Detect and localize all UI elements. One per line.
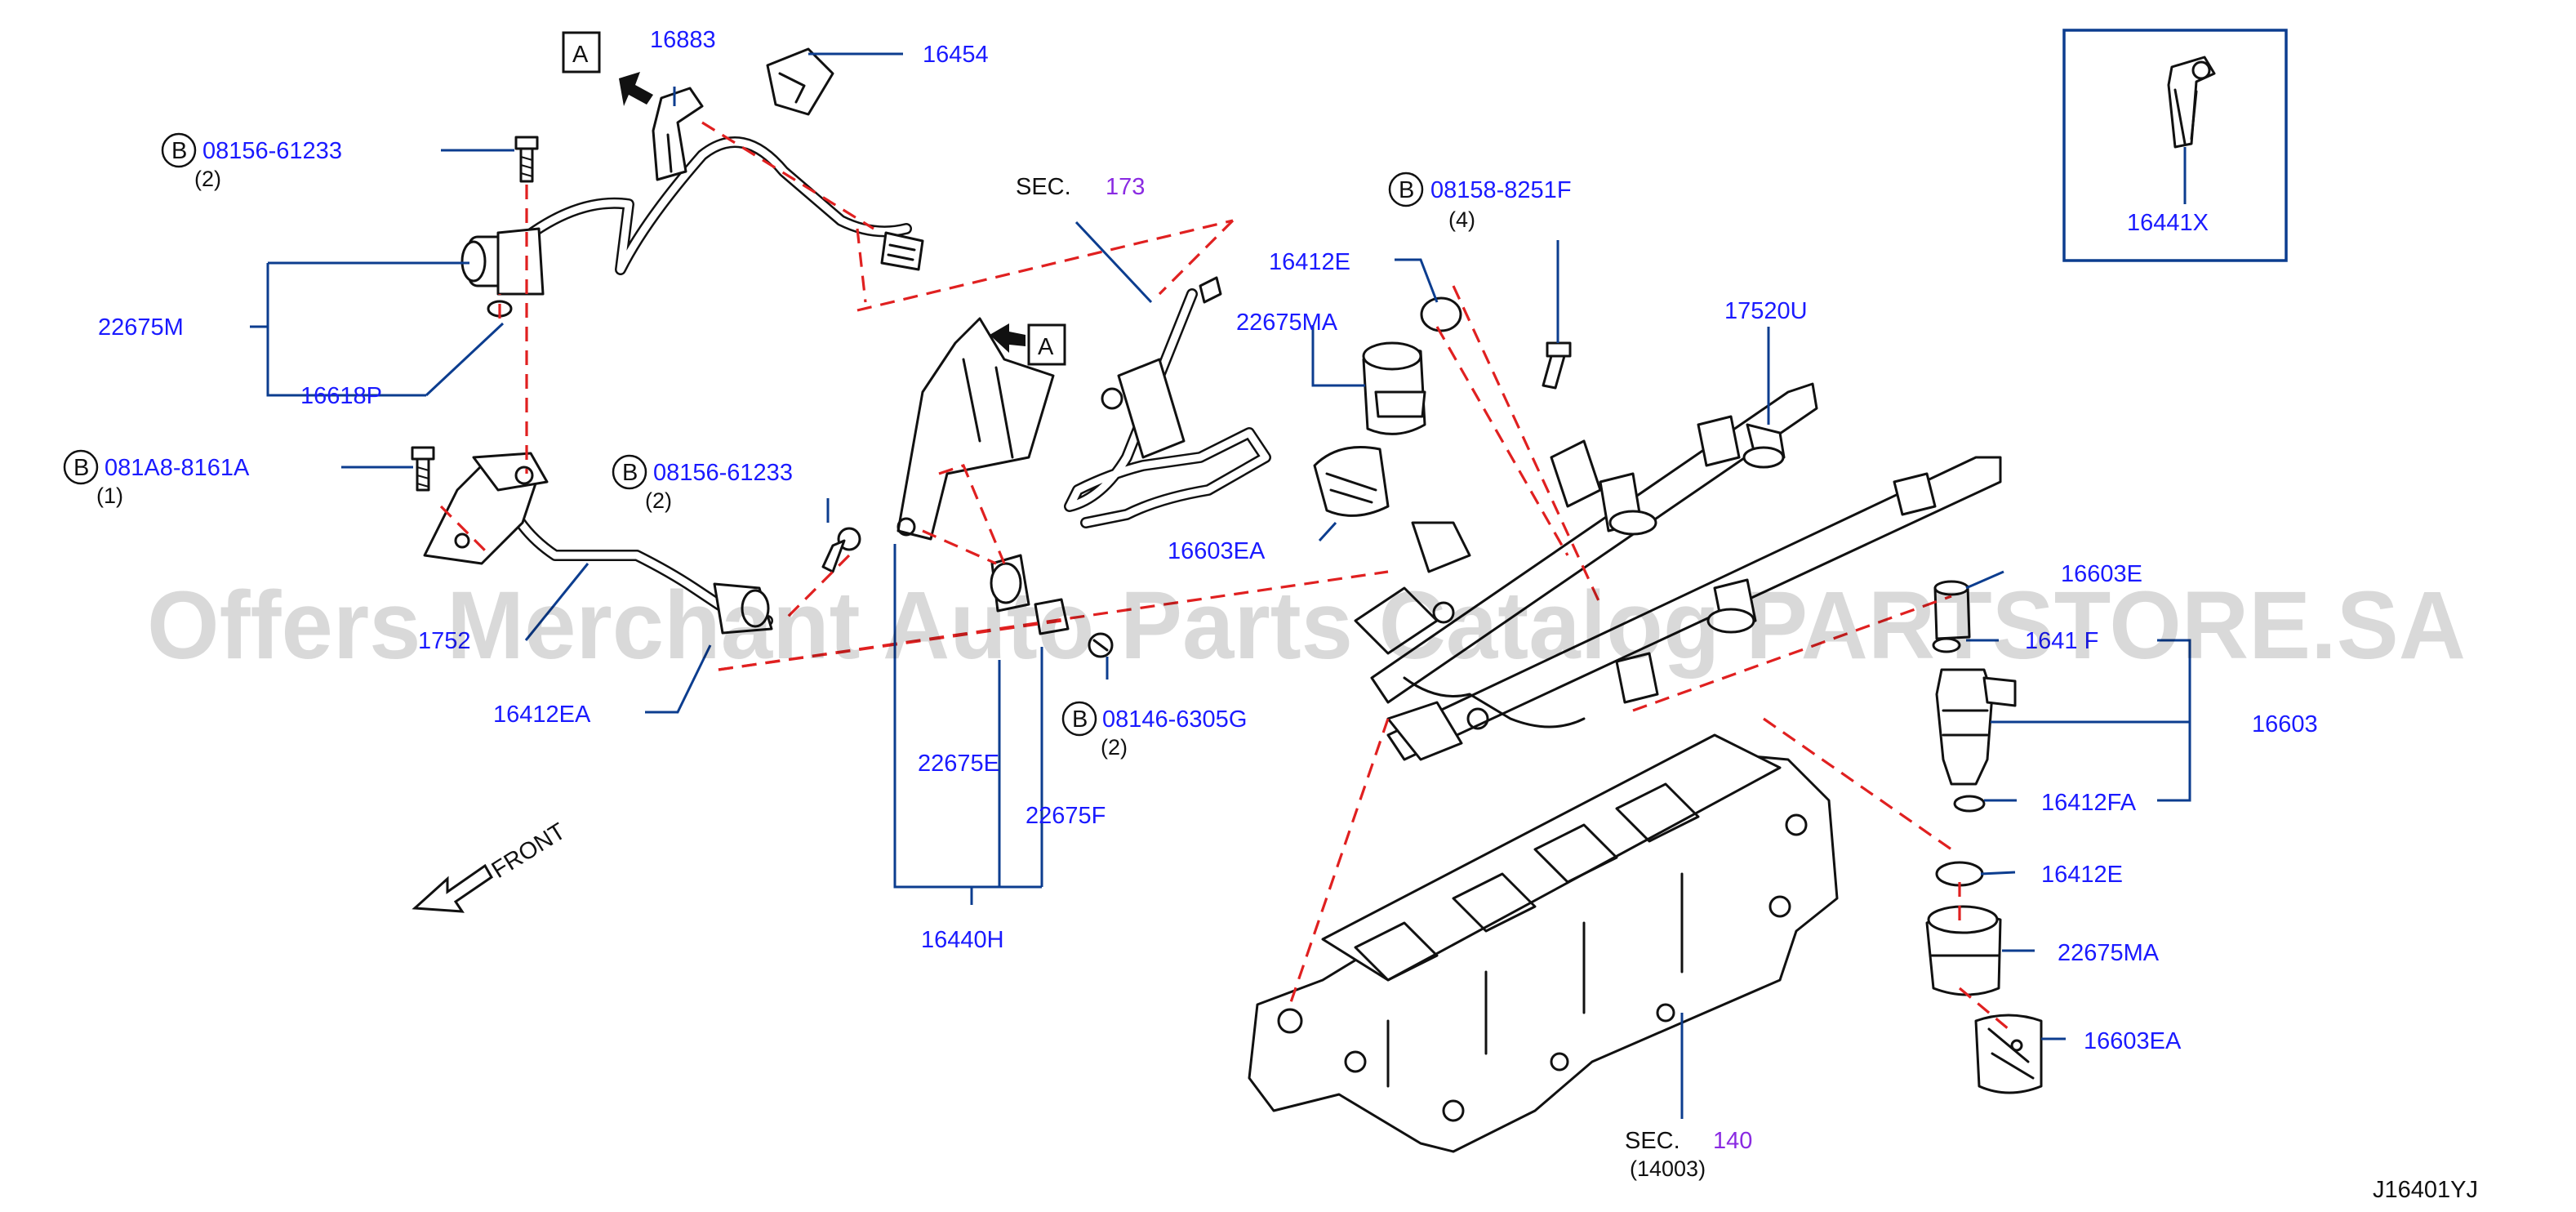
fuel-damper-22675M bbox=[460, 227, 545, 296]
bolt-symbol: B bbox=[1072, 706, 1088, 733]
connector-16454 bbox=[766, 47, 834, 116]
o-ring-1641xF bbox=[1932, 637, 1961, 653]
qty-081A8-8161A: (1) bbox=[96, 483, 123, 508]
label-16603E[interactable]: 16603E bbox=[2061, 561, 2142, 587]
label-16603EA-top[interactable]: 16603EA bbox=[1168, 538, 1266, 564]
label-16883[interactable]: 16883 bbox=[650, 27, 716, 53]
label-16603EA-bottom[interactable]: 16603EA bbox=[2084, 1028, 2182, 1054]
label-16441X[interactable]: 16441X bbox=[2127, 210, 2209, 236]
bolt-081A8-8161A-drawing bbox=[411, 446, 435, 492]
bolt-circle-icon bbox=[161, 132, 197, 168]
label-081A8-8161A[interactable]: 081A8-8161A bbox=[105, 455, 250, 481]
o-ring-16412FA bbox=[1953, 795, 1986, 813]
intake-manifold-sec140 bbox=[1248, 733, 1839, 1153]
qty-08158-8251F: (4) bbox=[1448, 207, 1475, 232]
label-17520U[interactable]: 17520U bbox=[1724, 298, 1808, 324]
bolt-markers: B B B B B bbox=[63, 132, 1424, 737]
view-a-top: A bbox=[562, 31, 653, 106]
clip-16603EA-top bbox=[1313, 446, 1390, 517]
qty-08156-61233-top: (2) bbox=[194, 167, 221, 191]
clip-16441X-drawing bbox=[2167, 56, 2216, 149]
bolt-circle-icon bbox=[612, 454, 647, 490]
clip-16603EA-bottom bbox=[1974, 1014, 2043, 1094]
label-16440H[interactable]: 16440H bbox=[921, 927, 1004, 953]
section-number-173[interactable]: 173 bbox=[1106, 174, 1145, 200]
arrow-up-left-icon bbox=[619, 72, 653, 106]
leader-lines bbox=[250, 52, 2191, 1119]
bolt-symbol: B bbox=[622, 460, 638, 486]
front-indicator: FRONT bbox=[412, 818, 571, 913]
label-1752x[interactable]: 1752 bbox=[418, 628, 471, 654]
label-16412FA[interactable]: 16412FA bbox=[2041, 790, 2137, 816]
label-16412EA[interactable]: 16412EA bbox=[493, 702, 591, 728]
bolt-08156-61233-top-drawing bbox=[514, 136, 539, 183]
label-08146-6305G[interactable]: 08146-6305G bbox=[1102, 706, 1247, 733]
bolt-symbol: B bbox=[171, 138, 187, 164]
label-08158-8251F[interactable]: 08158-8251F bbox=[1430, 177, 1572, 203]
qty-08146-6305G: (2) bbox=[1101, 735, 1128, 760]
fuel-tube-upper-assembly bbox=[460, 47, 924, 318]
label-16618P[interactable]: 16618P bbox=[300, 383, 382, 409]
diagram-code: J16401YJ bbox=[2373, 1177, 2478, 1203]
view-marker-a-top: A bbox=[572, 42, 589, 68]
label-22675M[interactable]: 22675M bbox=[98, 314, 184, 341]
o-ring-16412E-bottom bbox=[1935, 861, 1984, 887]
fuel-hose-sec173 bbox=[1064, 276, 1271, 528]
label-16603[interactable]: 16603 bbox=[2252, 711, 2318, 737]
injector-parts-lower bbox=[1925, 861, 2043, 1094]
bolt-symbol: B bbox=[1399, 177, 1414, 203]
label-22675E[interactable]: 22675E bbox=[918, 751, 999, 777]
bolt-symbol: B bbox=[73, 455, 89, 481]
injector-parts-upper bbox=[1313, 296, 1572, 517]
label-08156-61233-mid[interactable]: 08156-61233 bbox=[653, 460, 793, 486]
front-label: FRONT bbox=[487, 818, 571, 884]
o-ring-16412E-top bbox=[1420, 296, 1462, 332]
bolt-circle-icon bbox=[1061, 701, 1097, 737]
front-arrow-icon bbox=[412, 863, 493, 913]
bolt-08156-61233-mid-drawing bbox=[821, 527, 861, 573]
label-08156-61233-top[interactable]: 08156-61233 bbox=[202, 138, 342, 164]
insulator-22675MA-bottom bbox=[1925, 905, 2002, 996]
bolt-circle-icon bbox=[1388, 172, 1424, 207]
label-16454[interactable]: 16454 bbox=[923, 42, 989, 68]
fuel-tube-bracket-16440H bbox=[896, 317, 1114, 658]
watermark: Offers Merchant Auto Parts Catalog PARTS… bbox=[147, 572, 2466, 680]
bolt-08158-8251F-drawing bbox=[1542, 341, 1572, 390]
fuel-tube-1752x bbox=[411, 446, 861, 635]
quick-connector-16454-right bbox=[880, 231, 924, 271]
injector-16603 bbox=[1932, 580, 2017, 813]
inset-detail-16441X: 16441X bbox=[2062, 29, 2288, 262]
view-marker-a-mid: A bbox=[1038, 334, 1054, 360]
clip-16883 bbox=[652, 87, 704, 181]
qty-08156-61233-mid: (2) bbox=[645, 488, 672, 513]
section-sub-14003: (14003) bbox=[1630, 1156, 1706, 1181]
label-22675MA-top[interactable]: 22675MA bbox=[1236, 310, 1338, 336]
insulator-22675MA-top bbox=[1362, 341, 1426, 435]
section-prefix-173: SEC. bbox=[1016, 174, 1071, 200]
view-a-mid: A bbox=[990, 323, 1066, 366]
label-16412E-top[interactable]: 16412E bbox=[1269, 249, 1350, 275]
label-1641xF[interactable]: 1641 F bbox=[2025, 628, 2098, 654]
arrow-left-icon bbox=[990, 323, 1026, 353]
assembly-guide-lines bbox=[439, 121, 2010, 1031]
section-number-140[interactable]: 140 bbox=[1713, 1128, 1752, 1154]
part-labels: 16883 16454 08156-61233 (2) 22675M 16618… bbox=[96, 27, 2478, 1203]
fuel-rail-17520U bbox=[1354, 382, 2002, 761]
bolt-circle-icon bbox=[63, 449, 99, 485]
label-22675MA-bottom[interactable]: 22675MA bbox=[2058, 940, 2160, 966]
bolt-08146-6305G-drawing bbox=[1088, 632, 1114, 658]
label-22675F[interactable]: 22675F bbox=[1026, 803, 1106, 829]
section-prefix-140: SEC. bbox=[1625, 1128, 1680, 1154]
spacer-22675F bbox=[1034, 598, 1070, 635]
label-16412E-bottom[interactable]: 16412E bbox=[2041, 862, 2123, 888]
connector-16412EA bbox=[713, 582, 773, 635]
